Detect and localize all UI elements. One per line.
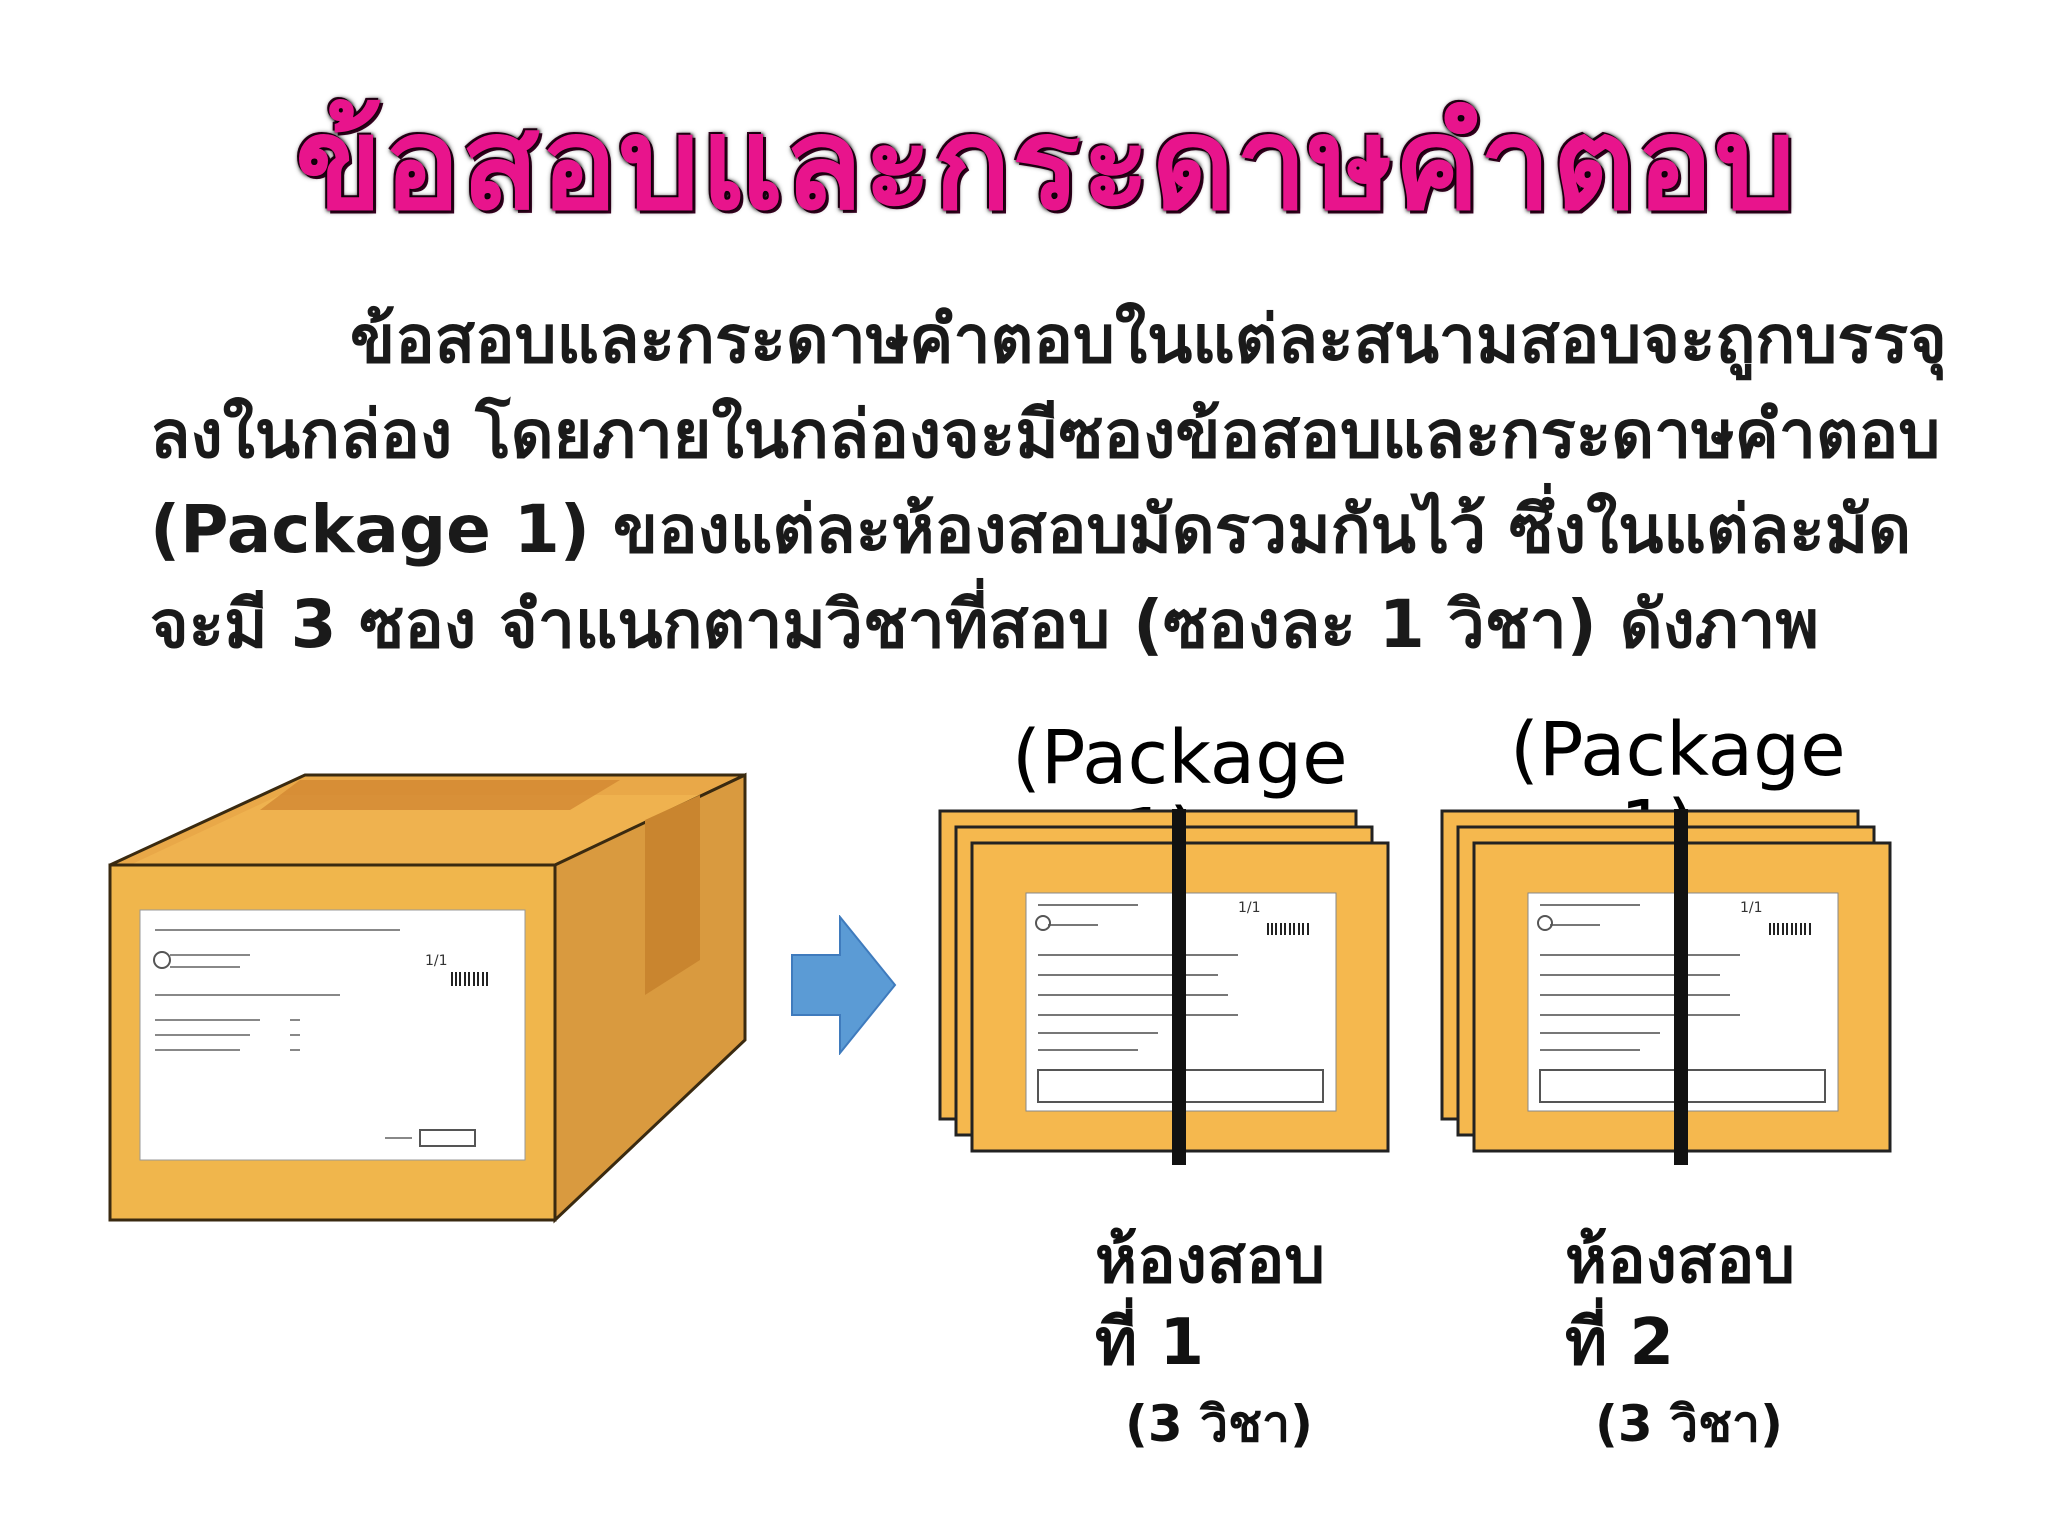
envelope-page-count-2: 1/1 <box>1740 900 1763 916</box>
package-label-2-line1: (Package <box>1510 707 1846 793</box>
arrow-right-icon <box>791 915 897 1055</box>
room-2-subjects: (3 วิชา) <box>1595 1395 1783 1453</box>
barcode-icon <box>1267 923 1309 935</box>
room-1-line1: ห้องสอบ <box>1095 1224 1325 1298</box>
body-paragraph: ข้อสอบและกระดาษคำตอบในแต่ละสนามสอบจะถูกบ… <box>150 301 1947 663</box>
barcode-icon <box>1769 923 1811 935</box>
envelope-stack-room-1: 1/1 <box>938 809 1390 1165</box>
room-1-line2: ที่ 1 <box>1095 1306 1204 1380</box>
room-label-1: ห้องสอบ ที่ 1 <box>1095 1220 1325 1384</box>
barcode-icon <box>450 972 490 986</box>
cardboard-box-illustration: 1/1 <box>108 772 747 1224</box>
room-label-2: ห้องสอบ ที่ 2 <box>1565 1220 1795 1384</box>
room-2-line2: ที่ 2 <box>1565 1306 1674 1380</box>
room-1-subjects: (3 วิชา) <box>1125 1395 1313 1453</box>
envelope-stack-room-2: 1/1 <box>1440 809 1892 1165</box>
box-label-page-count: 1/1 <box>425 953 448 969</box>
package-label-1-line1: (Package <box>1012 715 1348 801</box>
slide-title: ข้อสอบและกระดาษคำตอบ <box>295 90 1797 239</box>
room-2-line1: ห้องสอบ <box>1565 1224 1795 1298</box>
envelope-page-count-1: 1/1 <box>1238 900 1261 916</box>
